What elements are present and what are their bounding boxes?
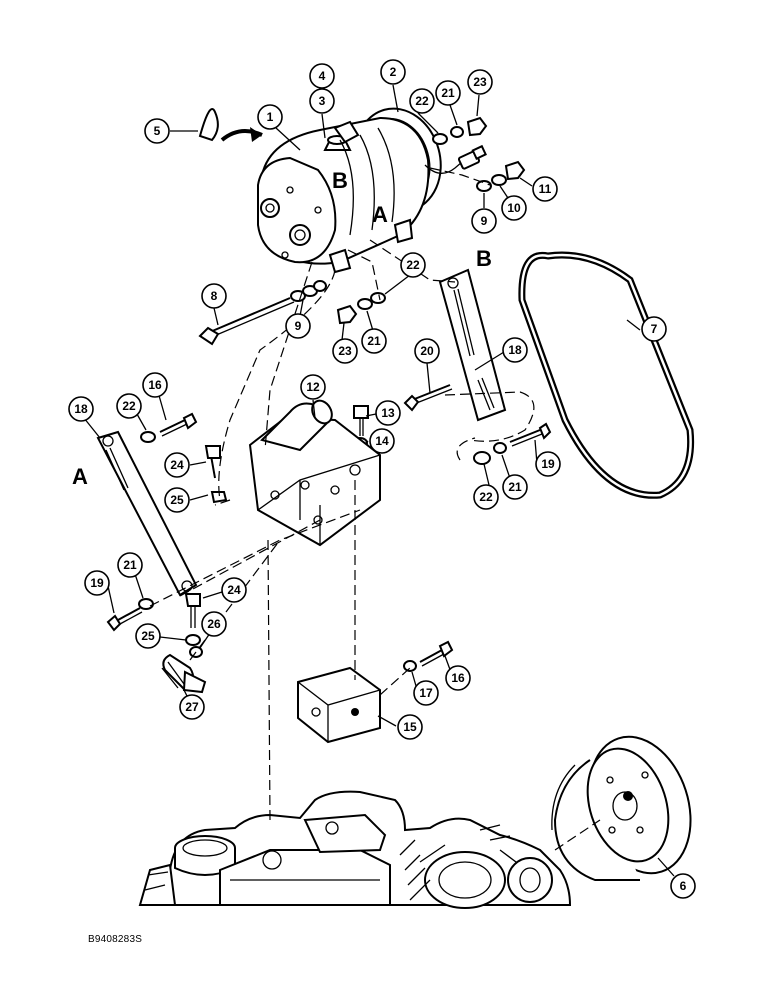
callout-9-top: 9 bbox=[471, 208, 497, 234]
callout-1: 1 bbox=[257, 104, 283, 130]
callout-21-left: 21 bbox=[117, 552, 143, 578]
callout-5: 5 bbox=[144, 118, 170, 144]
callout-16-bottom: 16 bbox=[445, 665, 471, 691]
hardware bbox=[96, 116, 552, 744]
svg-text:6: 6 bbox=[680, 879, 687, 893]
callout-23-mid: 23 bbox=[332, 338, 358, 364]
callout-21-top: 21 bbox=[435, 80, 461, 106]
callout-22-right: 22 bbox=[473, 484, 499, 510]
callout-2: 2 bbox=[380, 59, 406, 85]
svg-text:19: 19 bbox=[90, 576, 104, 590]
svg-text:16: 16 bbox=[148, 378, 162, 392]
svg-text:22: 22 bbox=[406, 258, 420, 272]
svg-text:15: 15 bbox=[403, 720, 417, 734]
callout-17: 17 bbox=[413, 680, 439, 706]
callout-7: 7 bbox=[641, 316, 667, 342]
callout-13: 13 bbox=[375, 400, 401, 426]
bracket-letter-b: B bbox=[476, 246, 492, 271]
svg-text:9: 9 bbox=[295, 319, 302, 333]
svg-text:23: 23 bbox=[338, 344, 352, 358]
callout-22-top: 22 bbox=[409, 88, 435, 114]
callout-26: 26 bbox=[201, 611, 227, 637]
callout-19-right: 19 bbox=[535, 451, 561, 477]
callout-10: 10 bbox=[501, 195, 527, 221]
callout-9-bottom: 9 bbox=[285, 313, 311, 339]
svg-text:3: 3 bbox=[319, 94, 326, 108]
engine-illustration bbox=[138, 790, 572, 909]
callout-20: 20 bbox=[414, 338, 440, 364]
svg-text:24: 24 bbox=[227, 583, 241, 597]
callout-11: 11 bbox=[532, 176, 558, 202]
svg-text:10: 10 bbox=[507, 201, 521, 215]
svg-text:4: 4 bbox=[319, 69, 326, 83]
callout-19-left: 19 bbox=[84, 570, 110, 596]
svg-text:25: 25 bbox=[170, 493, 184, 507]
callout-16-top: 16 bbox=[142, 372, 168, 398]
callout-4: 4 bbox=[309, 63, 335, 89]
svg-text:21: 21 bbox=[508, 480, 522, 494]
callout-24-top: 24 bbox=[164, 452, 190, 478]
svg-text:19: 19 bbox=[541, 457, 555, 471]
callouts: 1 2 3 4 5 6 7 8 9 9 10 11 12 13 14 15 16… bbox=[68, 59, 696, 899]
callout-21-right: 21 bbox=[502, 474, 528, 500]
callout-15: 15 bbox=[397, 714, 423, 740]
callout-3: 3 bbox=[309, 88, 335, 114]
svg-text:23: 23 bbox=[473, 75, 487, 89]
svg-text:13: 13 bbox=[381, 406, 395, 420]
svg-text:27: 27 bbox=[185, 700, 199, 714]
svg-text:1: 1 bbox=[267, 110, 274, 124]
svg-text:21: 21 bbox=[367, 334, 381, 348]
svg-text:18: 18 bbox=[74, 402, 88, 416]
callout-8: 8 bbox=[201, 283, 227, 309]
callout-18-right: 18 bbox=[502, 337, 528, 363]
svg-text:22: 22 bbox=[415, 94, 429, 108]
crankshaft-pulley bbox=[551, 735, 692, 881]
callout-22-left: 22 bbox=[116, 393, 142, 419]
callout-6: 6 bbox=[670, 873, 696, 899]
svg-text:9: 9 bbox=[481, 214, 488, 228]
compressor-letter-b: B bbox=[332, 168, 348, 193]
svg-text:22: 22 bbox=[479, 490, 493, 504]
svg-text:26: 26 bbox=[207, 617, 221, 631]
svg-text:2: 2 bbox=[390, 65, 397, 79]
svg-text:8: 8 bbox=[211, 289, 218, 303]
svg-text:5: 5 bbox=[154, 124, 161, 138]
svg-text:7: 7 bbox=[651, 322, 658, 336]
svg-text:21: 21 bbox=[441, 86, 455, 100]
svg-text:17: 17 bbox=[419, 686, 433, 700]
svg-text:18: 18 bbox=[508, 343, 522, 357]
bracket-letter-a: A bbox=[72, 464, 88, 489]
wire-tie bbox=[198, 108, 263, 142]
svg-text:16: 16 bbox=[451, 671, 465, 685]
callout-25-top: 25 bbox=[164, 487, 190, 513]
callout-14: 14 bbox=[369, 428, 395, 454]
callout-25-bottom: 25 bbox=[135, 623, 161, 649]
assembly-lines bbox=[149, 167, 601, 851]
drive-belt bbox=[518, 251, 695, 499]
svg-text:20: 20 bbox=[420, 344, 434, 358]
svg-text:11: 11 bbox=[539, 182, 552, 196]
callout-24-bottom: 24 bbox=[221, 577, 247, 603]
svg-text:22: 22 bbox=[122, 399, 136, 413]
callout-23-top: 23 bbox=[467, 69, 493, 95]
svg-text:14: 14 bbox=[375, 434, 389, 448]
callout-22-mid: 22 bbox=[400, 252, 426, 278]
svg-text:21: 21 bbox=[123, 558, 137, 572]
figure-reference-code: B9408283S bbox=[88, 934, 143, 945]
callout-12: 12 bbox=[300, 374, 326, 400]
compressor-illustration: B A bbox=[257, 107, 487, 274]
callout-27: 27 bbox=[179, 694, 205, 720]
callout-21-mid: 21 bbox=[361, 328, 387, 354]
svg-text:25: 25 bbox=[141, 629, 155, 643]
callout-18-left: 18 bbox=[68, 396, 94, 422]
compressor-letter-a: A bbox=[372, 202, 388, 227]
svg-text:12: 12 bbox=[306, 380, 320, 394]
svg-text:24: 24 bbox=[170, 458, 184, 472]
